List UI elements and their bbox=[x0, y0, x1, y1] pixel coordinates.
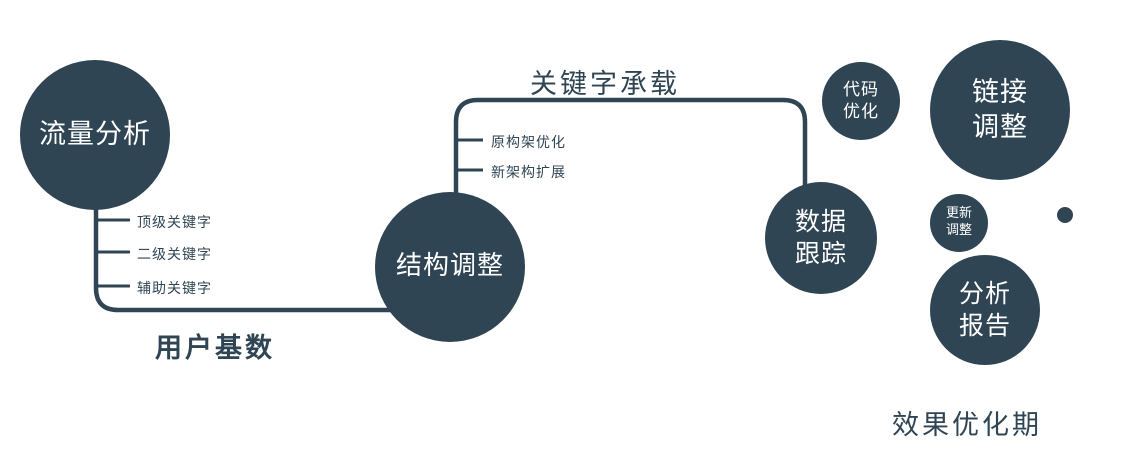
node-code-optimize: 代码 优化 bbox=[822, 62, 900, 140]
stage-label-effect-period: 效果优化期 bbox=[892, 410, 1042, 441]
branch-label-second-keywords: 二级关键字 bbox=[137, 247, 212, 263]
node-data-tracking-line2: 跟踪 bbox=[794, 239, 847, 268]
branch-label-aux-keywords: 辅助关键字 bbox=[137, 281, 212, 297]
node-traffic-analysis: 流量分析 bbox=[20, 60, 170, 210]
edge-structure-to-tracking bbox=[453, 97, 808, 210]
node-structure-adjust: 结构调整 bbox=[375, 192, 525, 342]
node-link-adjust-line1: 链接 bbox=[972, 76, 1028, 108]
edge-label-user-base: 用户基数 bbox=[155, 333, 275, 364]
node-code-optimize-line1: 代码 bbox=[843, 79, 879, 100]
node-link-adjust-line2: 调整 bbox=[972, 112, 1028, 143]
edge-label-keyword-carry: 关键字承载 bbox=[530, 69, 680, 100]
branch-label-top-keywords: 顶级关键字 bbox=[137, 215, 212, 231]
branch-label-original-arch: 原构架优化 bbox=[491, 135, 566, 151]
node-data-tracking: 数据 跟踪 bbox=[765, 182, 877, 294]
node-update-adjust: 更新 调整 bbox=[930, 194, 988, 252]
node-structure-adjust-label: 结构调整 bbox=[395, 251, 504, 282]
branch-label-new-arch: 新架构扩展 bbox=[491, 165, 566, 181]
node-update-adjust-line1: 更新 bbox=[945, 206, 972, 222]
node-data-tracking-line1: 数据 bbox=[794, 206, 847, 236]
node-traffic-analysis-label: 流量分析 bbox=[39, 119, 151, 151]
node-analysis-report-line1: 分析 bbox=[958, 278, 1011, 308]
node-update-adjust-line2: 调整 bbox=[945, 223, 972, 238]
node-link-adjust: 链接 调整 bbox=[930, 40, 1070, 180]
node-analysis-report-line2: 报告 bbox=[958, 311, 1011, 340]
edge-traffic-to-structure bbox=[93, 190, 405, 313]
node-code-optimize-line2: 优化 bbox=[843, 102, 879, 122]
node-small-dot bbox=[1057, 207, 1073, 223]
node-analysis-report: 分析 报告 bbox=[930, 255, 1040, 365]
